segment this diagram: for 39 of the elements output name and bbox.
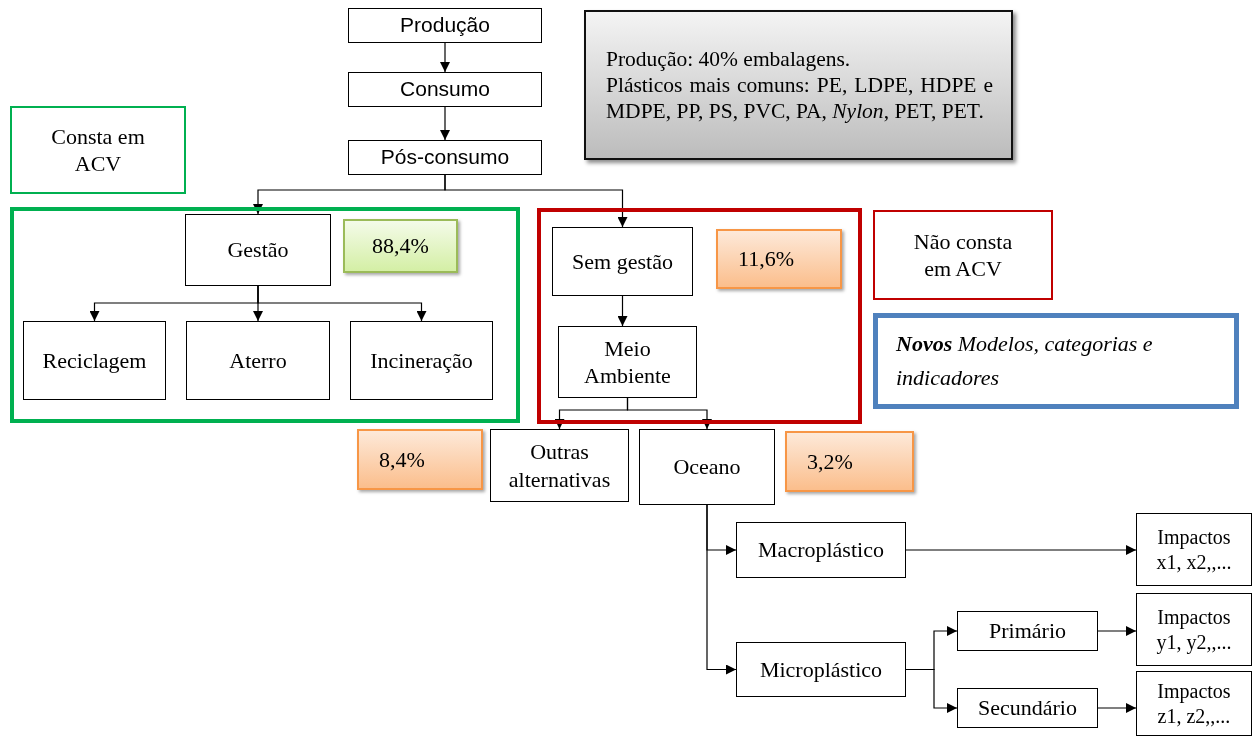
process-box: Macroplástico bbox=[736, 522, 906, 578]
arrow bbox=[440, 106, 450, 141]
arrow bbox=[444, 174, 628, 228]
note-box: Novos Modelos, categorias e indicadores bbox=[873, 313, 1239, 409]
process-box: Outras alternativas bbox=[490, 429, 629, 502]
process-box: Impactos z1, z2,,... bbox=[1136, 671, 1252, 736]
process-box: Primário bbox=[957, 611, 1098, 651]
process-box: Reciclagem bbox=[23, 321, 166, 400]
group-frame bbox=[10, 207, 520, 423]
process-box: Oceano bbox=[639, 429, 775, 505]
percentage-badge: 8,4% bbox=[357, 429, 483, 490]
arrow bbox=[706, 504, 737, 675]
process-box: Aterro bbox=[186, 321, 330, 400]
arrow bbox=[905, 545, 1137, 555]
percentage-badge: 3,2% bbox=[785, 431, 914, 492]
note-box: Produção: 40% embalagens. Plásticos mais comuns: PE, LDPE, HDPE e MDPE, PP, PS, PVC, PA, Nylon, PET, PET. bbox=[584, 10, 1013, 160]
category-box: Consta em ACV bbox=[10, 106, 186, 194]
process-box: Microplástico bbox=[736, 642, 906, 697]
process-box: Meio Ambiente bbox=[558, 326, 697, 398]
arrow bbox=[1097, 703, 1137, 713]
process-box: Incineração bbox=[350, 321, 493, 400]
process-box: Gestão bbox=[185, 214, 331, 286]
percentage-badge: 11,6% bbox=[716, 229, 842, 289]
arrow bbox=[626, 397, 712, 430]
process-box: Produção bbox=[348, 8, 542, 43]
process-box: Consumo bbox=[348, 72, 542, 107]
process-box: Impactos y1, y2,,... bbox=[1136, 593, 1252, 666]
category-box: Não consta em ACV bbox=[873, 210, 1053, 300]
arrow bbox=[440, 42, 450, 73]
group-frame bbox=[537, 208, 862, 424]
arrow bbox=[617, 295, 628, 327]
arrow bbox=[905, 668, 958, 713]
process-box: Pós-consumo bbox=[348, 140, 542, 175]
process-box: Secundário bbox=[957, 688, 1098, 728]
process-box: Impactos x1, x2,,... bbox=[1136, 513, 1252, 586]
process-box: Sem gestão bbox=[552, 227, 693, 296]
arrow bbox=[1097, 626, 1137, 636]
arrow bbox=[257, 285, 427, 322]
percentage-badge: 88,4% bbox=[343, 219, 458, 273]
